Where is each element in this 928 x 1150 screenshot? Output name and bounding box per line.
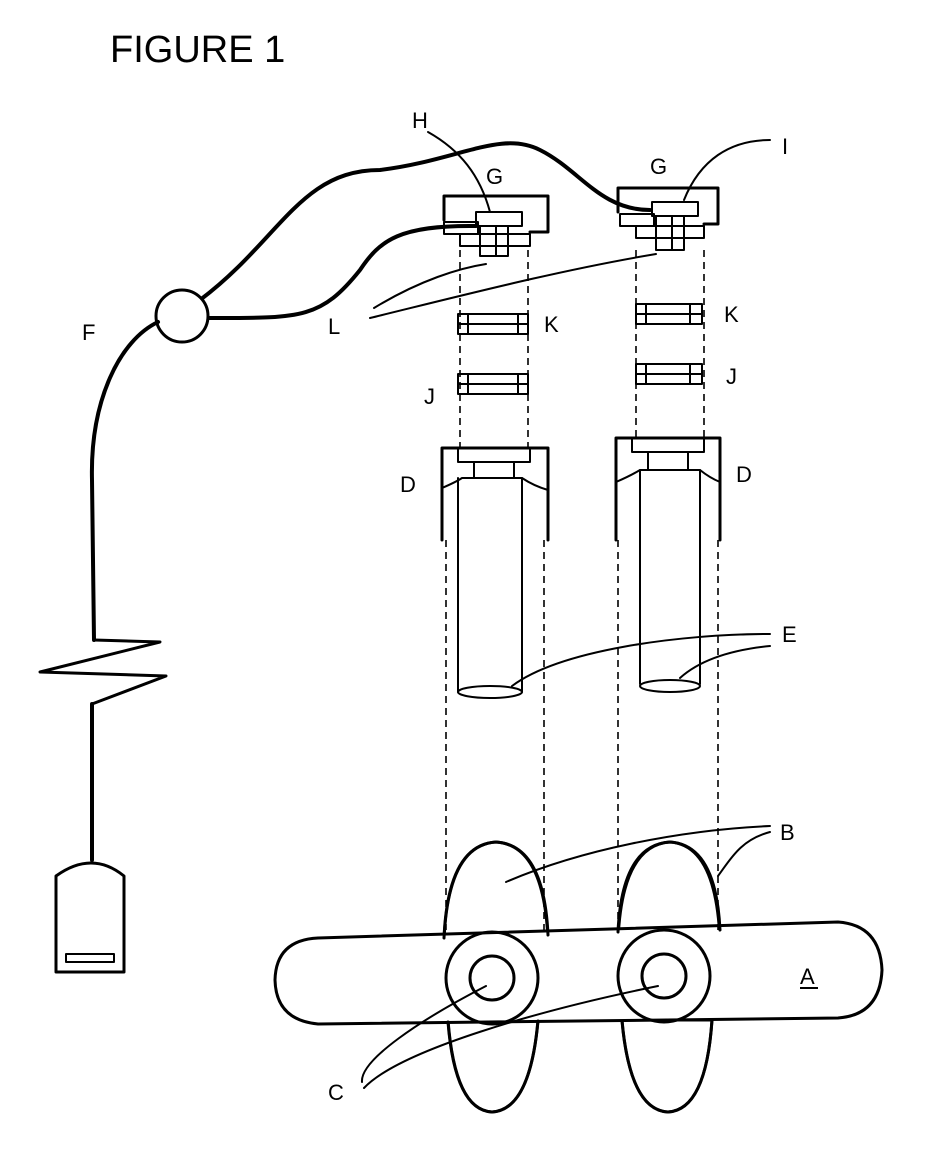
label-j-left: J <box>424 384 435 409</box>
label-g-right: G <box>650 154 667 179</box>
label-k-right: K <box>724 302 739 327</box>
label-d-left: D <box>400 472 416 497</box>
lead-wires <box>40 143 650 972</box>
label-k-left: K <box>544 312 559 337</box>
figure-title: FIGURE 1 <box>110 29 285 71</box>
label-i: I <box>782 134 788 159</box>
label-b: B <box>780 820 795 845</box>
label-a: A <box>800 964 815 989</box>
label-j-right: J <box>726 364 737 389</box>
label-g-left: G <box>486 164 503 189</box>
label-e: E <box>782 622 797 647</box>
label-d-right: D <box>736 462 752 487</box>
label-f: F <box>82 320 95 345</box>
right-assembly <box>616 188 720 930</box>
label-c: C <box>328 1080 344 1105</box>
label-h: H <box>412 108 428 133</box>
left-assembly <box>442 196 548 930</box>
label-l: L <box>328 314 340 339</box>
base-plate <box>275 842 882 1112</box>
